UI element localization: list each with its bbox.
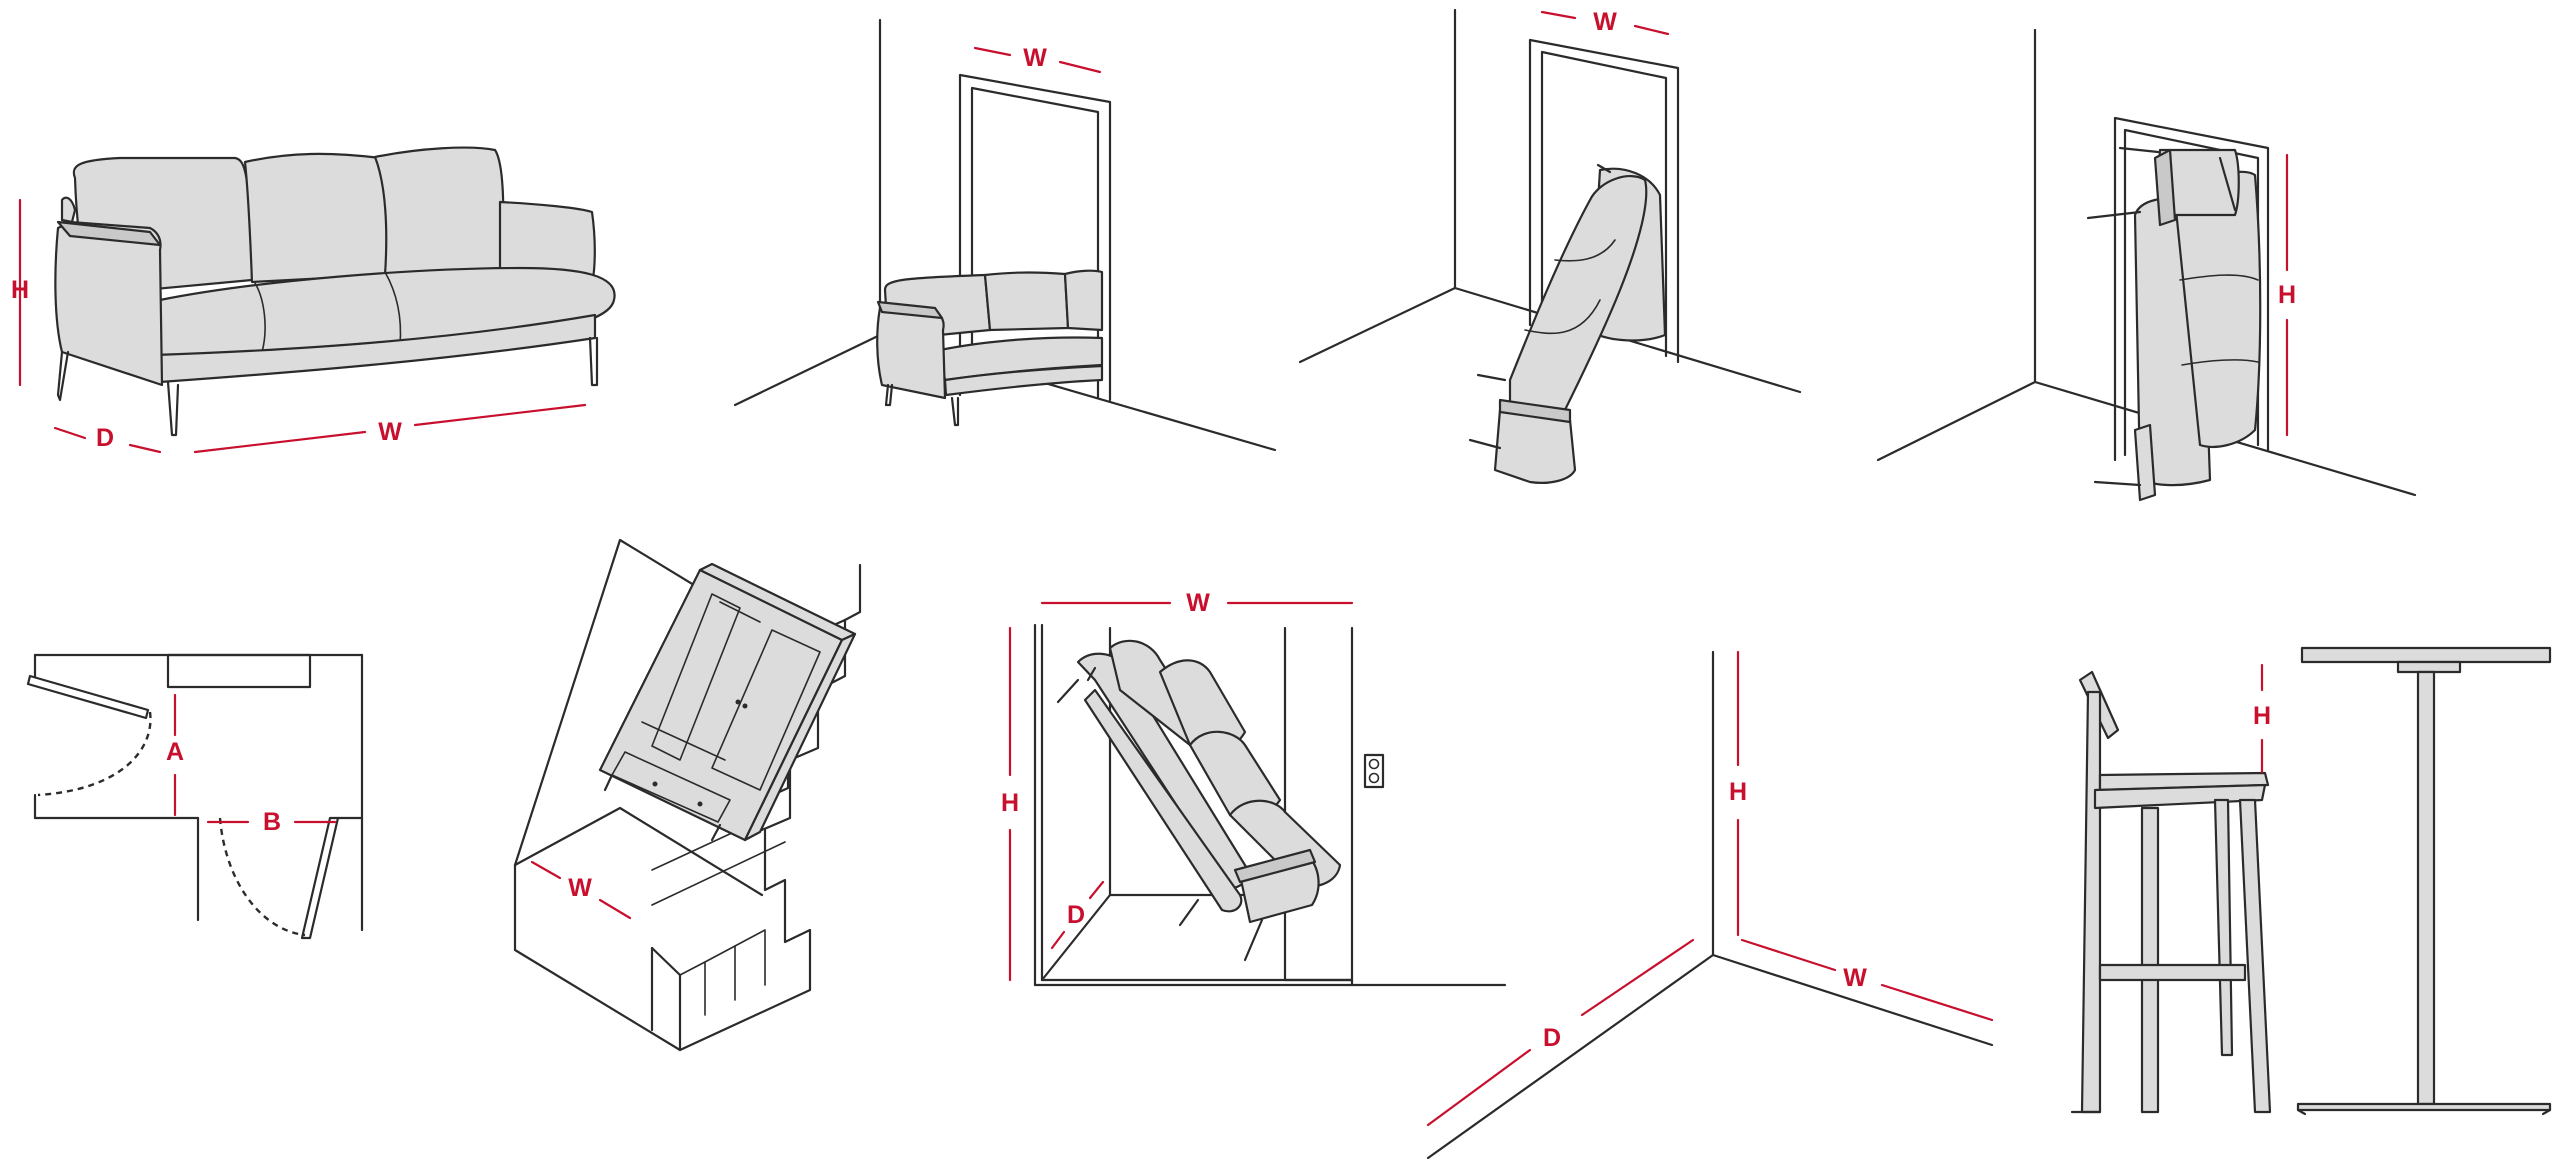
panel-elevator: W H D: [1001, 589, 1507, 987]
plan-walls: [33, 653, 364, 932]
door-width-dimension: W: [1540, 8, 1670, 36]
depth-label: D: [96, 424, 114, 452]
panel-door-sofa-upright: H: [1876, 28, 2417, 502]
depth-dimension-line-right: [128, 443, 162, 454]
width-dimension-line-left: [193, 430, 367, 454]
width-label: W: [378, 418, 402, 446]
panel-door-sofa-tilted: W: [1298, 8, 1802, 484]
bar-stool: [2070, 670, 2272, 1114]
clearance-dimension: H: [2253, 663, 2271, 774]
door-height-dimension: H: [2278, 153, 2296, 437]
depth-label: D: [1543, 1024, 1561, 1052]
panel-stool-table: H: [2070, 646, 2552, 1116]
door-swings: [26, 674, 340, 940]
width-label: W: [1186, 589, 1210, 617]
stair-width-dimension: W: [530, 860, 632, 920]
height-label: H: [2253, 702, 2271, 730]
width-dimension-line-right: [413, 403, 587, 427]
depth-label: D: [1067, 901, 1085, 929]
height-label: H: [1729, 778, 1747, 806]
wardrobe: [598, 562, 857, 842]
tilted-sofa: [1468, 163, 1667, 484]
doorway: [958, 73, 1112, 402]
doorway: [1528, 38, 1680, 364]
panel-door-sofa-front: W: [733, 18, 1277, 452]
door-width-dimension: W: [973, 44, 1102, 74]
width-label: W: [1843, 964, 1867, 992]
corner-walls: [1426, 650, 1994, 1159]
bar-table: [2296, 646, 2552, 1116]
height-label: H: [1001, 789, 1019, 817]
width-label: W: [1023, 44, 1047, 72]
panel-hallway-plan: A B: [26, 653, 364, 940]
tilted-sofa: [1056, 639, 1342, 962]
b-label: B: [263, 808, 281, 836]
width-label: W: [1593, 8, 1617, 36]
a-label: A: [166, 738, 184, 766]
upright-sofa: [2086, 146, 2262, 502]
depth-dimension-line-left: [53, 426, 87, 440]
corner-dimensions: H W D: [1426, 650, 1994, 1127]
panel-sofa: H D W: [11, 146, 616, 454]
sofa-drawing: [54, 146, 616, 437]
sofa-drawing: [876, 269, 1104, 427]
height-label: H: [2278, 281, 2296, 309]
plan-dimensions: A B: [166, 693, 337, 836]
width-label: W: [568, 874, 592, 902]
sofa-dimensions: H D W: [11, 198, 587, 454]
panel-room-corner: H W D: [1426, 650, 1994, 1159]
height-label: H: [11, 276, 29, 304]
elevator-dimensions: W H D: [1001, 589, 1354, 982]
call-button-panel: [1363, 753, 1385, 789]
panel-stairs-cabinet: W: [513, 538, 862, 1052]
